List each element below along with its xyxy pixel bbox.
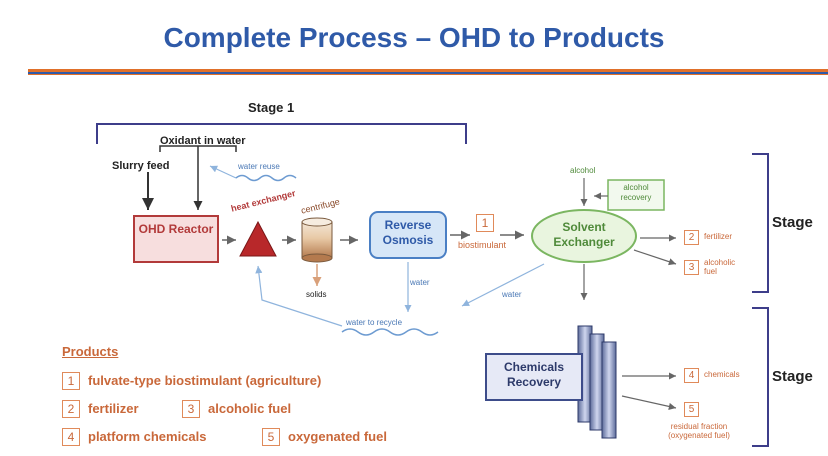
number-badge-2: 2	[684, 230, 699, 245]
solvent-exchanger-ellipse	[531, 209, 637, 263]
water-reuse-wave	[235, 174, 297, 182]
water-reuse-label: water reuse	[238, 162, 280, 171]
stage-bracket-top	[752, 153, 769, 293]
legend-badge-1: 1	[62, 372, 80, 390]
reverse-osmosis-label: Reverse Osmosis	[382, 218, 434, 247]
legend-item-3: alcoholic fuel	[208, 401, 292, 416]
fertilizer-out-label: fertilizer	[704, 232, 733, 241]
stage1-bracket	[96, 123, 467, 144]
page-title: Complete Process – OHD to Products	[163, 22, 665, 53]
legend-item-2: fertilizer	[88, 401, 139, 416]
ohd-reactor-label: OHD Reactor	[138, 222, 214, 236]
water-recycle-wave	[341, 328, 439, 336]
water-recycle-label: water to recycle	[346, 318, 403, 327]
legend-badge-2: 2	[62, 400, 80, 418]
legend-badge-4: 4	[62, 428, 80, 446]
stage1-label: Stage 1	[248, 100, 295, 115]
chemicals-recovery-label: Chemicals Recovery	[503, 360, 565, 389]
chemicals-recovery-box	[485, 353, 583, 401]
reverse-osmosis-box	[369, 211, 447, 259]
number-badge-3: 3	[684, 260, 699, 275]
legend-badge-5: 5	[262, 428, 280, 446]
heat-exchanger-triangle	[239, 220, 277, 257]
chemicals-out-label: chemicals	[704, 370, 740, 379]
solids-label: solids	[306, 290, 327, 299]
legend-item-4: platform chemicals	[88, 429, 207, 444]
biostimulant-label: biostimulant	[458, 240, 507, 250]
water-solvent-label: water	[502, 290, 522, 299]
products-heading: Products	[62, 344, 119, 359]
alcoholic-fuel-out-label: alcoholic fuel	[704, 258, 736, 276]
legend-item-1: fulvate-type biostimulant (agriculture)	[88, 373, 322, 388]
residual-fraction-label: residual fraction (oxygenated fuel)	[668, 422, 730, 440]
solvent-exchanger-label: Solvent Exchanger	[553, 220, 615, 249]
number-badge-4: 4	[684, 368, 699, 383]
legend-item-5: oxygenated fuel	[288, 429, 387, 444]
oxidant-label: Oxidant in water	[160, 135, 246, 147]
number-badge-1: 1	[476, 214, 494, 232]
title-underline	[28, 69, 828, 75]
ohd-reactor-box	[133, 215, 219, 263]
centrifuge-cylinder	[301, 217, 333, 263]
alcohol-label: alcohol	[570, 166, 596, 175]
stage-bracket-bottom	[752, 307, 769, 447]
alcohol-recovery-box	[607, 179, 665, 211]
stage-label-top: Stage	[772, 214, 813, 231]
slurry-label: Slurry feed	[112, 160, 170, 172]
legend-badge-3: 3	[182, 400, 200, 418]
number-badge-5: 5	[684, 402, 699, 417]
alcohol-recovery-label: alcohol recovery	[620, 183, 652, 202]
stage-label-bottom: Stage	[772, 368, 813, 385]
distillation-columns	[577, 325, 617, 439]
water-ro-label: water	[410, 278, 430, 287]
